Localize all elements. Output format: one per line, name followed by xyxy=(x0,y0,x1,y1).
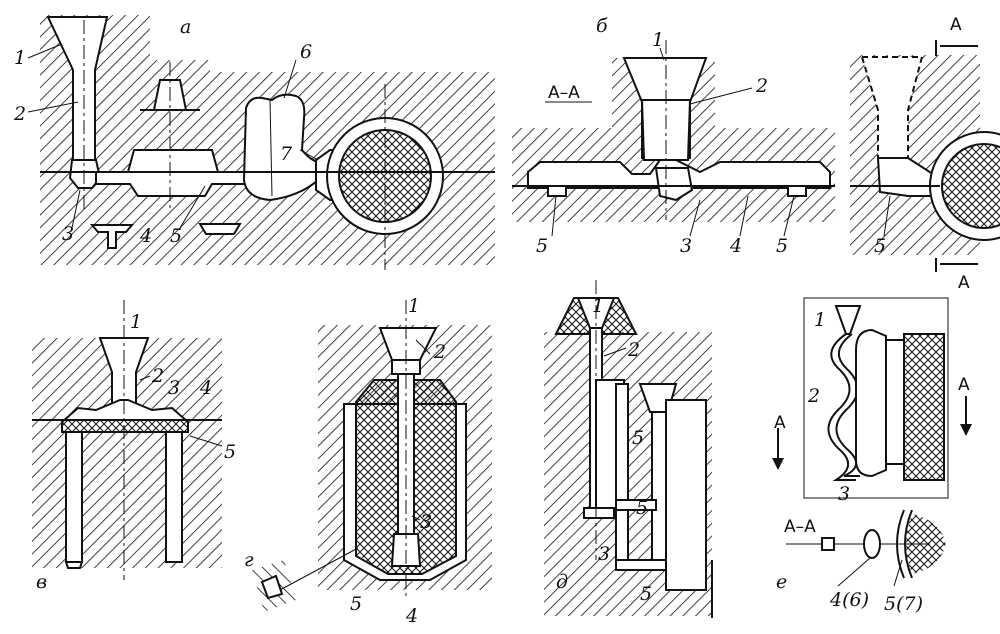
mold-lower-b xyxy=(512,186,835,222)
cut-mark-b-top: А xyxy=(950,15,962,35)
label-b-side-5: 5 xyxy=(874,235,886,257)
cut-mark-e-right: А xyxy=(958,375,970,395)
label-v-1: 1 xyxy=(130,311,142,333)
panel-e: 1 2 3 4(6) 5(7) А А А–А е xyxy=(772,297,972,615)
label-b-2: 2 xyxy=(755,75,768,97)
label-a-7: 7 xyxy=(280,143,293,165)
panel-letter-g: г xyxy=(244,549,254,571)
label-v-3: 3 xyxy=(168,377,180,399)
panel-letter-d: д xyxy=(556,571,568,593)
label-a-1: 1 xyxy=(14,47,26,69)
label-g-2: 2 xyxy=(433,341,446,363)
label-v-5: 5 xyxy=(224,441,236,463)
panel-letter-b: б xyxy=(596,15,608,37)
label-a-3: 3 xyxy=(62,223,74,245)
label-v-4: 4 xyxy=(199,377,212,399)
panel-a: а 1 2 3 4 5 6 7 xyxy=(13,15,495,270)
label-e-3: 3 xyxy=(838,483,850,505)
label-e-5-7: 5(7) xyxy=(884,593,923,615)
cut-mark-b-bottom: А xyxy=(958,273,970,293)
label-a-2: 2 xyxy=(13,103,26,125)
section-label-e: А–А xyxy=(784,517,816,537)
label-e-1: 1 xyxy=(814,309,826,331)
label-b-1: 1 xyxy=(652,29,664,51)
label-e-2: 2 xyxy=(807,385,820,407)
panel-v: 1 2 3 4 5 в xyxy=(32,300,236,593)
label-b-5a: 5 xyxy=(536,235,548,257)
panel-letter-a: а xyxy=(180,16,191,38)
label-d-1: 1 xyxy=(592,295,604,317)
label-b-5b: 5 xyxy=(776,235,788,257)
panel-b: б А–А 1 2 3 4 5 5 А А 5 xyxy=(512,15,1000,293)
label-b-3: 3 xyxy=(680,235,692,257)
label-a-4: 4 xyxy=(139,225,152,247)
label-a-6: 6 xyxy=(300,41,312,63)
label-d-2: 2 xyxy=(627,339,640,361)
panel-g: 1 2 3 4 5 г xyxy=(244,295,492,627)
label-g-3: 3 xyxy=(420,511,432,533)
cut-mark-e-left: А xyxy=(774,413,786,433)
label-b-4: 4 xyxy=(729,235,742,257)
label-g-4: 4 xyxy=(405,605,418,627)
label-d-3: 3 xyxy=(598,543,610,565)
label-g-5: 5 xyxy=(350,593,362,615)
mold-lower-v xyxy=(32,420,222,568)
label-a-5: 5 xyxy=(170,225,182,247)
label-e-4-6: 4(6) xyxy=(829,589,869,611)
label-d-5c: 5 xyxy=(640,583,652,605)
section-label-b: А–А xyxy=(548,83,580,103)
panel-letter-e: е xyxy=(776,571,787,593)
panel-letter-v: в xyxy=(36,571,47,593)
label-d-5b: 5 xyxy=(636,497,648,519)
label-g-1: 1 xyxy=(408,295,420,317)
label-v-2: 2 xyxy=(151,365,164,387)
label-d-5a: 5 xyxy=(632,427,644,449)
panel-d: 1 2 5 5 3 5 д xyxy=(544,280,713,618)
